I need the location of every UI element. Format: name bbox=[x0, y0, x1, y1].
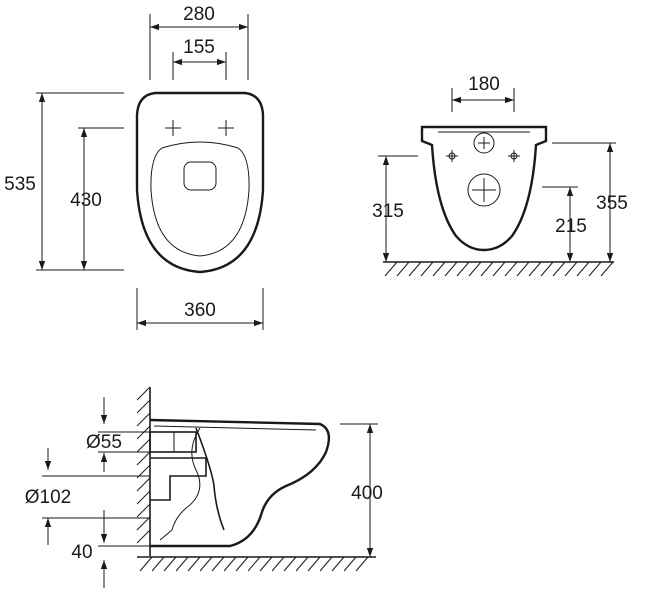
dim-355: 355 bbox=[596, 193, 628, 214]
wall-hatch bbox=[136, 386, 151, 544]
side-view: Ø55 Ø102 40 400 bbox=[25, 386, 383, 588]
floor-hatch-front bbox=[384, 261, 614, 277]
dim-40: 40 bbox=[71, 542, 92, 563]
dim-315: 315 bbox=[372, 201, 404, 222]
trap-channel bbox=[195, 427, 225, 531]
bowl-outline-top bbox=[135, 91, 265, 274]
dim-o102: Ø102 bbox=[25, 487, 71, 508]
dim-180: 180 bbox=[468, 74, 500, 95]
upper-connector bbox=[149, 431, 197, 453]
bowl-outline-front bbox=[420, 125, 548, 252]
drain-shape bbox=[183, 161, 217, 191]
dim-o55: Ø55 bbox=[86, 432, 122, 453]
front-view: 180 315 355 215 bbox=[372, 74, 628, 277]
top-view: 280 155 535 430 360 bbox=[4, 4, 265, 330]
lower-pipe bbox=[150, 457, 207, 501]
dim-535: 535 bbox=[4, 174, 36, 195]
bolt-hole-left bbox=[165, 120, 181, 136]
dim-215: 215 bbox=[555, 216, 587, 237]
bowl-outline-side bbox=[149, 418, 331, 548]
outlet-hole bbox=[467, 173, 501, 207]
dim-155: 155 bbox=[183, 37, 215, 58]
dim-430: 430 bbox=[70, 190, 102, 211]
top-hole bbox=[473, 132, 495, 154]
dim-360: 360 bbox=[184, 300, 216, 321]
front-bolt-left bbox=[446, 150, 458, 162]
front-bolt-right bbox=[508, 150, 520, 162]
dim-280: 280 bbox=[183, 4, 215, 25]
bowl-inner-top bbox=[150, 141, 250, 257]
floor-hatch-side bbox=[139, 556, 369, 572]
dim-400: 400 bbox=[351, 483, 383, 504]
bolt-hole-right bbox=[218, 120, 234, 136]
